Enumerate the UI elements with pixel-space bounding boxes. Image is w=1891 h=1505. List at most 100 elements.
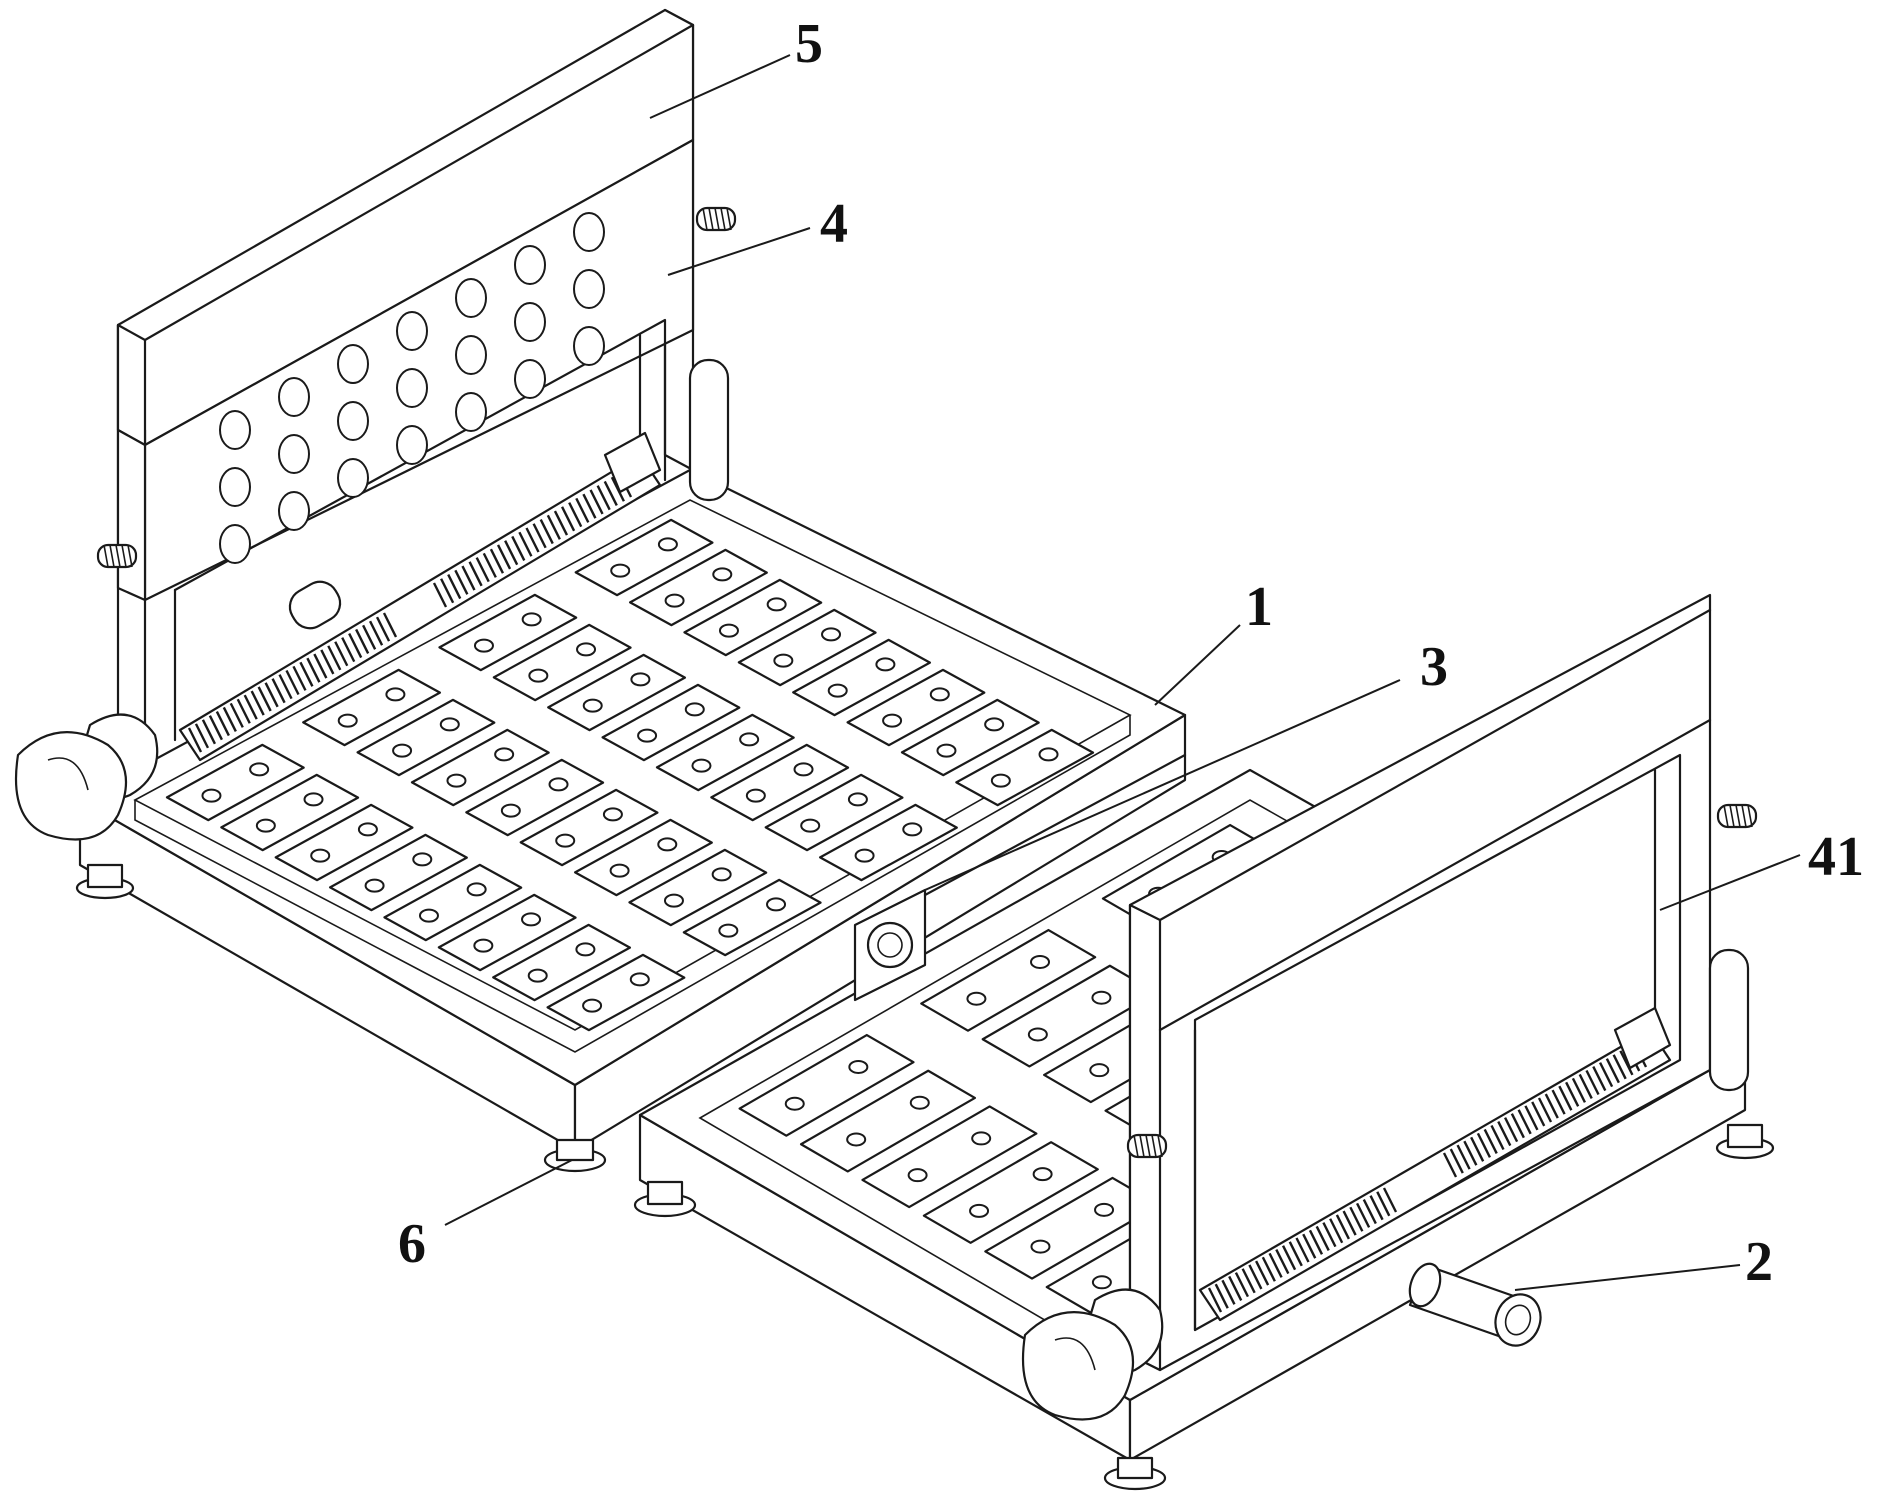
slat-hole	[931, 688, 949, 700]
slat-hole	[849, 793, 867, 805]
slat-hole	[393, 745, 411, 757]
callout-label-2: 2	[1745, 1231, 1773, 1293]
slat-hole	[856, 850, 874, 862]
slat-hole	[1034, 1168, 1052, 1180]
slat-hole	[1031, 1241, 1049, 1253]
panel-hole	[456, 393, 486, 431]
slat-hole	[786, 1098, 804, 1110]
slat-hole	[474, 940, 492, 952]
callout-1: 1	[1155, 576, 1273, 705]
slat-hole	[529, 670, 547, 682]
slat-hole	[801, 820, 819, 832]
slat-hole	[713, 568, 731, 580]
slat-hole	[666, 595, 684, 607]
slat-hole	[747, 790, 765, 802]
slat-hole	[665, 895, 683, 907]
slat-hole	[719, 925, 737, 937]
slat-hole	[556, 835, 574, 847]
slat-hole	[583, 1000, 601, 1012]
slat-hole	[441, 718, 459, 730]
slat-hole	[638, 730, 656, 742]
slat-hole	[967, 993, 985, 1005]
panel-hole	[220, 525, 250, 563]
slat-hole	[970, 1205, 988, 1217]
slat-hole	[847, 1133, 865, 1145]
slat-hole	[529, 970, 547, 982]
slat-hole	[658, 838, 676, 850]
callout-label-5: 5	[795, 13, 823, 75]
slat-hole	[713, 868, 731, 880]
slat-hole	[495, 748, 513, 760]
slat-hole	[1095, 1204, 1113, 1216]
slat-hole	[1093, 1276, 1111, 1288]
slat-hole	[202, 790, 220, 802]
slat-hole	[1040, 748, 1058, 760]
panel-hole	[456, 336, 486, 374]
callout-4: 4	[668, 193, 848, 275]
slat-hole	[257, 820, 275, 832]
slat-hole	[774, 655, 792, 667]
slat-hole	[829, 685, 847, 697]
panel-hole	[220, 411, 250, 449]
callout-2: 2	[1515, 1231, 1773, 1293]
panel-hole	[397, 426, 427, 464]
slat-hole	[576, 943, 594, 955]
slat-hole	[447, 775, 465, 787]
callout-6: 6	[398, 1160, 572, 1275]
slat-hole	[1031, 956, 1049, 968]
slat-hole	[339, 715, 357, 727]
panel-hole	[574, 213, 604, 251]
slat-hole	[849, 1061, 867, 1073]
panel-hole	[338, 402, 368, 440]
slat-hole	[985, 718, 1003, 730]
slat-hole	[720, 625, 738, 637]
panel-hole	[574, 327, 604, 365]
slat-hole	[686, 703, 704, 715]
panel-hole	[456, 279, 486, 317]
slat-hole	[550, 778, 568, 790]
slat-hole	[768, 598, 786, 610]
slat-hole	[903, 823, 921, 835]
slat-hole	[305, 793, 323, 805]
slat-hole	[523, 613, 541, 625]
slat-hole	[611, 865, 629, 877]
slat-hole	[522, 913, 540, 925]
slat-hole	[1029, 1028, 1047, 1040]
slat-hole	[604, 808, 622, 820]
panel-hole	[279, 435, 309, 473]
slat-hole	[420, 910, 438, 922]
slat-hole	[659, 538, 677, 550]
panel-hole	[397, 369, 427, 407]
slat-hole	[413, 853, 431, 865]
slat-hole	[366, 880, 384, 892]
slat-hole	[359, 823, 377, 835]
panel-hole	[220, 468, 250, 506]
slat-hole	[611, 565, 629, 577]
callout-label-41: 41	[1808, 826, 1864, 888]
callout-label-1: 1	[1245, 576, 1273, 638]
slat-hole	[822, 628, 840, 640]
slat-hole	[972, 1132, 990, 1144]
panel-hole	[515, 360, 545, 398]
panel-hole	[338, 345, 368, 383]
slat-hole	[692, 760, 710, 772]
slat-hole	[631, 673, 649, 685]
panel-hole	[515, 303, 545, 341]
side-handle	[1404, 1260, 1547, 1352]
slat-hole	[584, 700, 602, 712]
slat-hole	[876, 658, 894, 670]
panel-hole	[515, 246, 545, 284]
slat-hole	[937, 745, 955, 757]
panel-hole	[397, 312, 427, 350]
slat-hole	[795, 763, 813, 775]
slat-hole	[311, 850, 329, 862]
callout-label-4: 4	[820, 193, 848, 255]
slat-hole	[883, 715, 901, 727]
slat-hole	[631, 973, 649, 985]
callout-label-3: 3	[1420, 636, 1448, 698]
slat-hole	[386, 688, 404, 700]
slat-hole	[992, 775, 1010, 787]
slat-hole	[502, 805, 520, 817]
panel-hole	[338, 459, 368, 497]
